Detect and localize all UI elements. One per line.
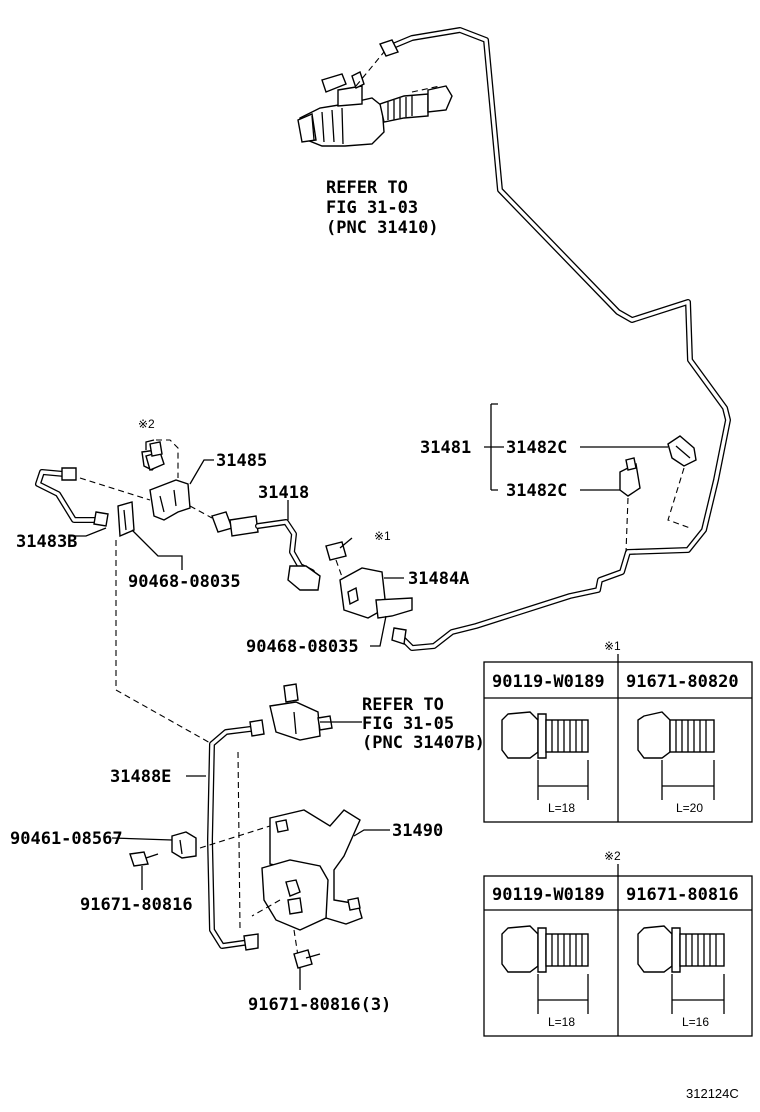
brake-pipe-31483b	[35, 467, 151, 527]
table2-right-length: L=16	[682, 1015, 709, 1029]
clip-90461	[171, 831, 197, 859]
table2-mark: ※2	[604, 849, 621, 863]
table1-left-part-number: 90119-W0189	[492, 672, 605, 692]
table2-right-flange-bolt	[637, 925, 725, 1014]
leader-lines	[70, 403, 668, 990]
part-label-31481: 31481	[420, 438, 471, 458]
release-pipe-31488e	[115, 540, 265, 951]
bolt-91671-side	[129, 851, 159, 867]
table1-left-flange-bolt	[501, 711, 589, 800]
bracket-31490	[199, 809, 363, 957]
bracket-31484a	[339, 567, 413, 619]
ref-master-line3: (PNC 31410)	[326, 218, 439, 238]
table1-left-length: L=18	[548, 801, 575, 815]
part-label-31488e: 31488E	[110, 767, 171, 787]
pipe-clamp-upper	[667, 435, 697, 529]
part-label-31484a: 31484A	[408, 569, 469, 589]
fastener-table-note1: ※1 90119-W0189 91671-80820 L=18 L=20	[483, 639, 753, 823]
part-label-91671-bottom: 91671-80816(3)	[248, 995, 391, 1015]
part-label-31418: 31418	[258, 483, 309, 503]
bolt-91671-bottom	[293, 949, 321, 969]
table2-left-flange-bolt	[501, 925, 589, 1014]
part-label-90468-lower: 90468-08035	[246, 637, 359, 657]
ref-release-line2: FIG 31-05	[362, 714, 454, 734]
table2-right-part-number: 91671-80816	[626, 885, 739, 905]
reference-note-release: REFER TO FIG 31-05 (PNC 31407B)	[362, 695, 485, 753]
table2-left-length: L=18	[548, 1015, 575, 1029]
part-label-90461: 90461-08567	[10, 829, 123, 849]
part-label-31482c-upper: 31482C	[506, 438, 567, 458]
table2-left-part-number: 90119-W0189	[492, 885, 605, 905]
pipe-clamp-lower	[619, 457, 641, 553]
table1-right-part-number: 91671-80820	[626, 672, 739, 692]
fastener-table-note2: ※2 90119-W0189 91671-80816 L=18 L=16	[483, 849, 753, 1037]
table1-mark: ※1	[604, 639, 621, 653]
ref-release-line1: REFER TO	[362, 695, 444, 715]
ref-master-line2: FIG 31-03	[326, 198, 418, 218]
note-mark-1-diagram: ※1	[374, 529, 391, 543]
part-label-31490: 31490	[392, 821, 443, 841]
bolt-note2	[145, 441, 165, 471]
ref-master-line1: REFER TO	[326, 178, 408, 198]
figure-id: 312124C	[686, 1086, 739, 1101]
note-mark-2-diagram: ※2	[138, 417, 155, 431]
part-label-90468-upper: 90468-08035	[128, 572, 241, 592]
clip-90468-upper	[117, 501, 135, 538]
table1-right-hex-bolt	[637, 711, 715, 800]
part-label-31482c-lower: 31482C	[506, 481, 567, 501]
part-label-31485: 31485	[216, 451, 267, 471]
table1-right-length: L=20	[676, 801, 703, 815]
clutch-master-cylinder	[297, 51, 453, 147]
part-label-91671-side: 91671-80816	[80, 895, 193, 915]
ref-release-line3: (PNC 31407B)	[362, 733, 485, 753]
release-cylinder-fitting	[269, 683, 333, 741]
clutch-pipe-main	[379, 27, 731, 651]
reference-note-master: REFER TO FIG 31-03 (PNC 31410)	[326, 178, 439, 238]
part-label-31483b: 31483B	[16, 532, 77, 552]
